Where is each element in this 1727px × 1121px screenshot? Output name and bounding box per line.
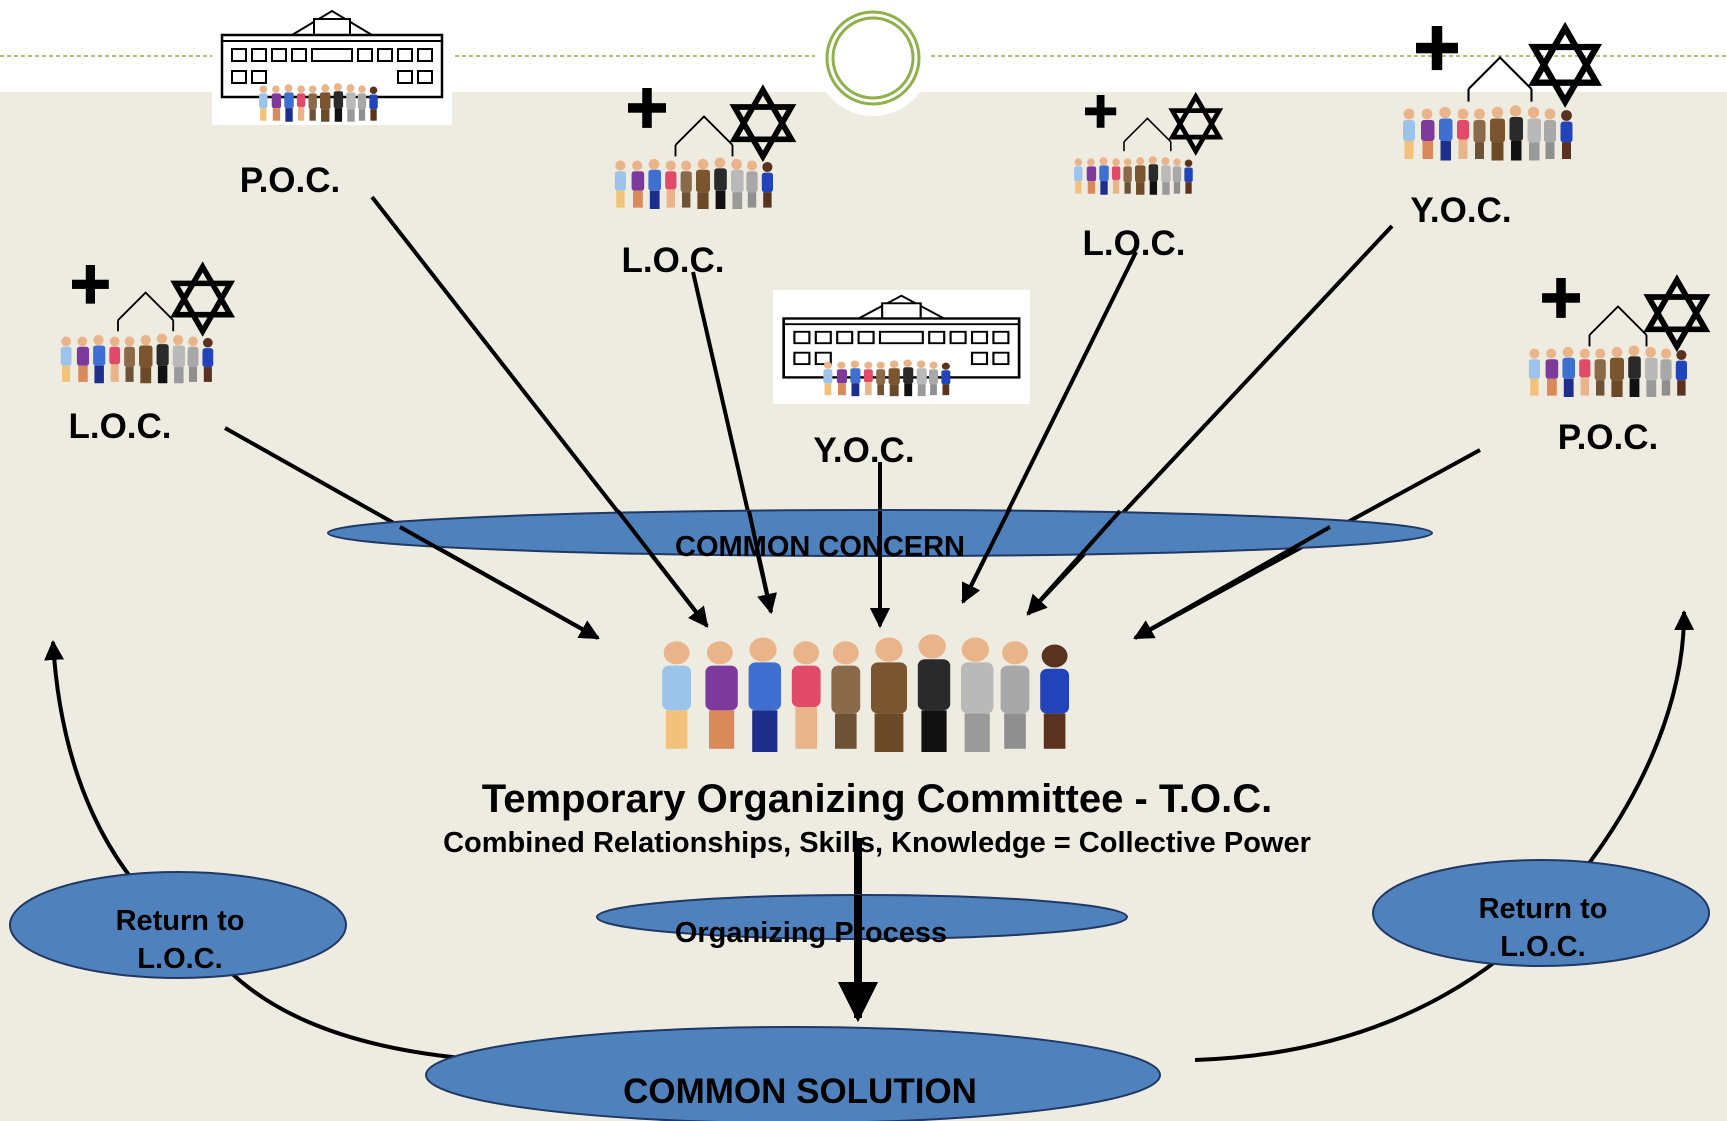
people-group-icon bbox=[1403, 105, 1573, 161]
return-left-line1: Return to bbox=[116, 905, 245, 937]
school-building-icon bbox=[210, 3, 454, 127]
people-group-icon bbox=[1074, 156, 1193, 195]
toc-title: Temporary Organizing Committee - T.O.C. bbox=[482, 777, 1272, 821]
common-solution-label: COMMON SOLUTION bbox=[623, 1072, 977, 1111]
school-building-icon bbox=[771, 288, 1032, 406]
people-group-icon bbox=[1528, 345, 1687, 397]
return-right-line2: L.O.C. bbox=[1500, 931, 1585, 963]
node-poc-left: P.O.C. bbox=[240, 161, 341, 200]
toc-subtitle: Combined Relationships, Skills, Knowledg… bbox=[443, 827, 1311, 859]
people-group-icon bbox=[614, 157, 773, 209]
church-cross-icon bbox=[1542, 278, 1705, 346]
node-loc-top-right: L.O.C. bbox=[1082, 224, 1185, 263]
people-group-icon bbox=[60, 333, 214, 384]
concern-arrows bbox=[224, 195, 1481, 640]
church-cross-icon bbox=[628, 88, 791, 156]
return-right-line1: Return to bbox=[1479, 893, 1608, 925]
return-left-line2: L.O.C. bbox=[137, 943, 222, 975]
organizing-process-label: Organizing Process bbox=[675, 917, 947, 949]
common-concern-label: COMMON CONCERN bbox=[675, 531, 965, 563]
node-yoc-top-right: Y.O.C. bbox=[1410, 191, 1511, 230]
node-loc-top-center: L.O.C. bbox=[621, 241, 724, 280]
node-poc-right: P.O.C. bbox=[1558, 418, 1659, 457]
node-loc-left: L.O.C. bbox=[68, 407, 171, 446]
toc-people-group-icon bbox=[662, 634, 1069, 752]
node-yoc-center: Y.O.C. bbox=[813, 431, 914, 470]
common-solution-ellipse bbox=[425, 1026, 1161, 1121]
return-right-ellipse bbox=[1372, 859, 1710, 967]
church-cross-icon bbox=[1085, 95, 1219, 151]
church-cross-icon bbox=[72, 265, 230, 331]
return-left-ellipse bbox=[9, 871, 347, 979]
concern-arrows-overlay bbox=[399, 507, 1331, 640]
